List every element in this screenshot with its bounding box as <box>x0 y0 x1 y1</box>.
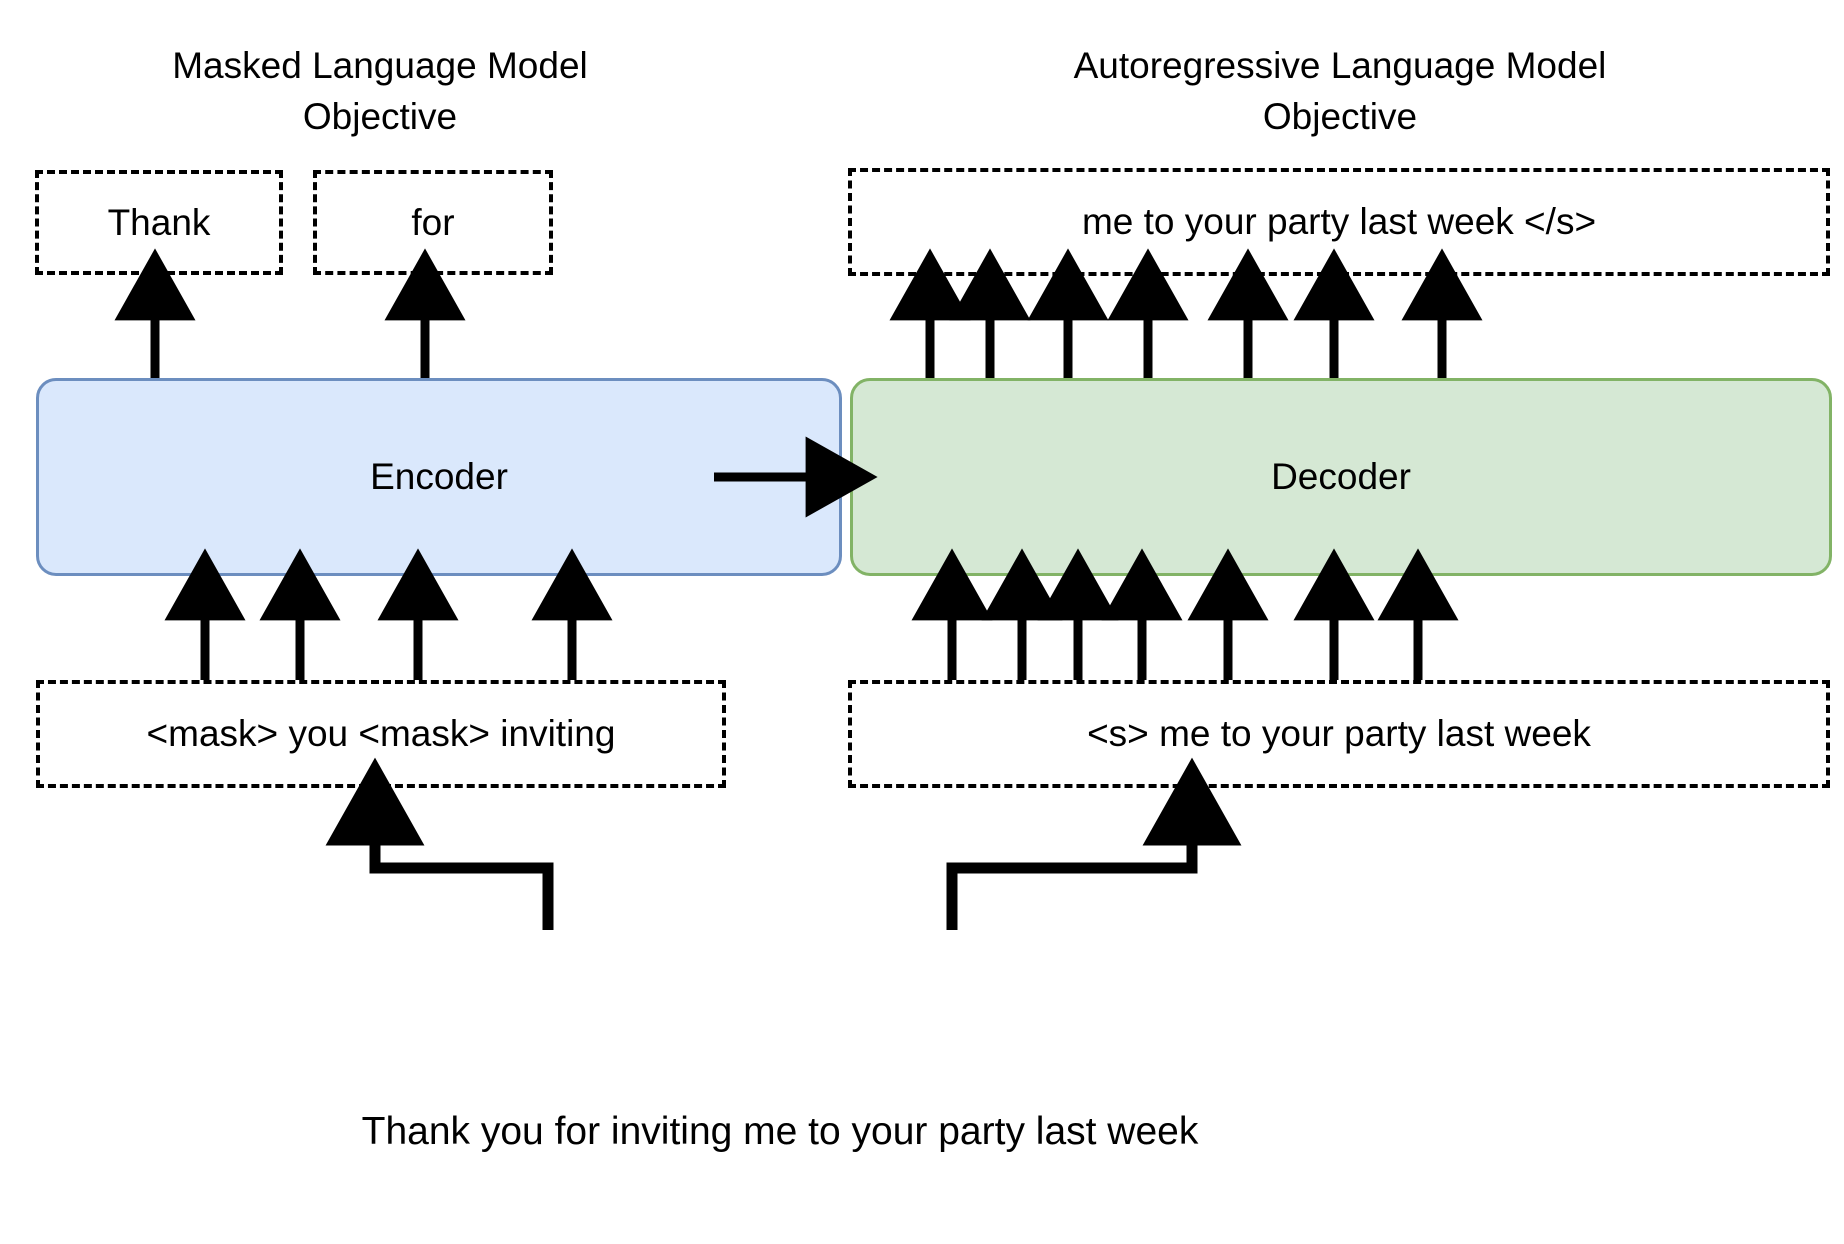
encoder-output-arrows <box>114 248 466 378</box>
decoder-input-arrows <box>911 548 1459 680</box>
output-box-decoder-sequence: me to your party last week </s> <box>848 168 1830 276</box>
decoder-block: Decoder <box>850 378 1832 576</box>
encoder-label: Encoder <box>370 456 508 497</box>
input-box-masked: <mask> you <mask> inviting <box>36 680 726 788</box>
input-box-autoregressive-label: <s> me to your party last week <box>1087 713 1591 754</box>
source-to-encoder-connector <box>325 757 554 930</box>
left-objective-title: Masked Language Model Objective <box>172 45 588 137</box>
source-sentence: Thank you for inviting me to your party … <box>361 1110 1199 1153</box>
input-box-masked-label: <mask> you <mask> inviting <box>146 713 616 754</box>
encoder-block: Encoder <box>36 378 842 576</box>
output-box-thank: Thank <box>35 170 283 275</box>
input-box-autoregressive: <s> me to your party last week <box>848 680 1830 788</box>
decoder-label: Decoder <box>1271 456 1411 497</box>
source-to-decoder-connector <box>946 757 1242 930</box>
output-box-for-label: for <box>411 201 455 243</box>
encoder-input-arrows <box>164 548 613 680</box>
decoder-output-arrows <box>889 248 1483 378</box>
output-box-for: for <box>313 170 553 275</box>
output-box-thank-label: Thank <box>107 201 211 243</box>
right-objective-title: Autoregressive Language Model Objective <box>1073 45 1607 137</box>
output-box-decoder-sequence-label: me to your party last week </s> <box>1081 201 1597 242</box>
